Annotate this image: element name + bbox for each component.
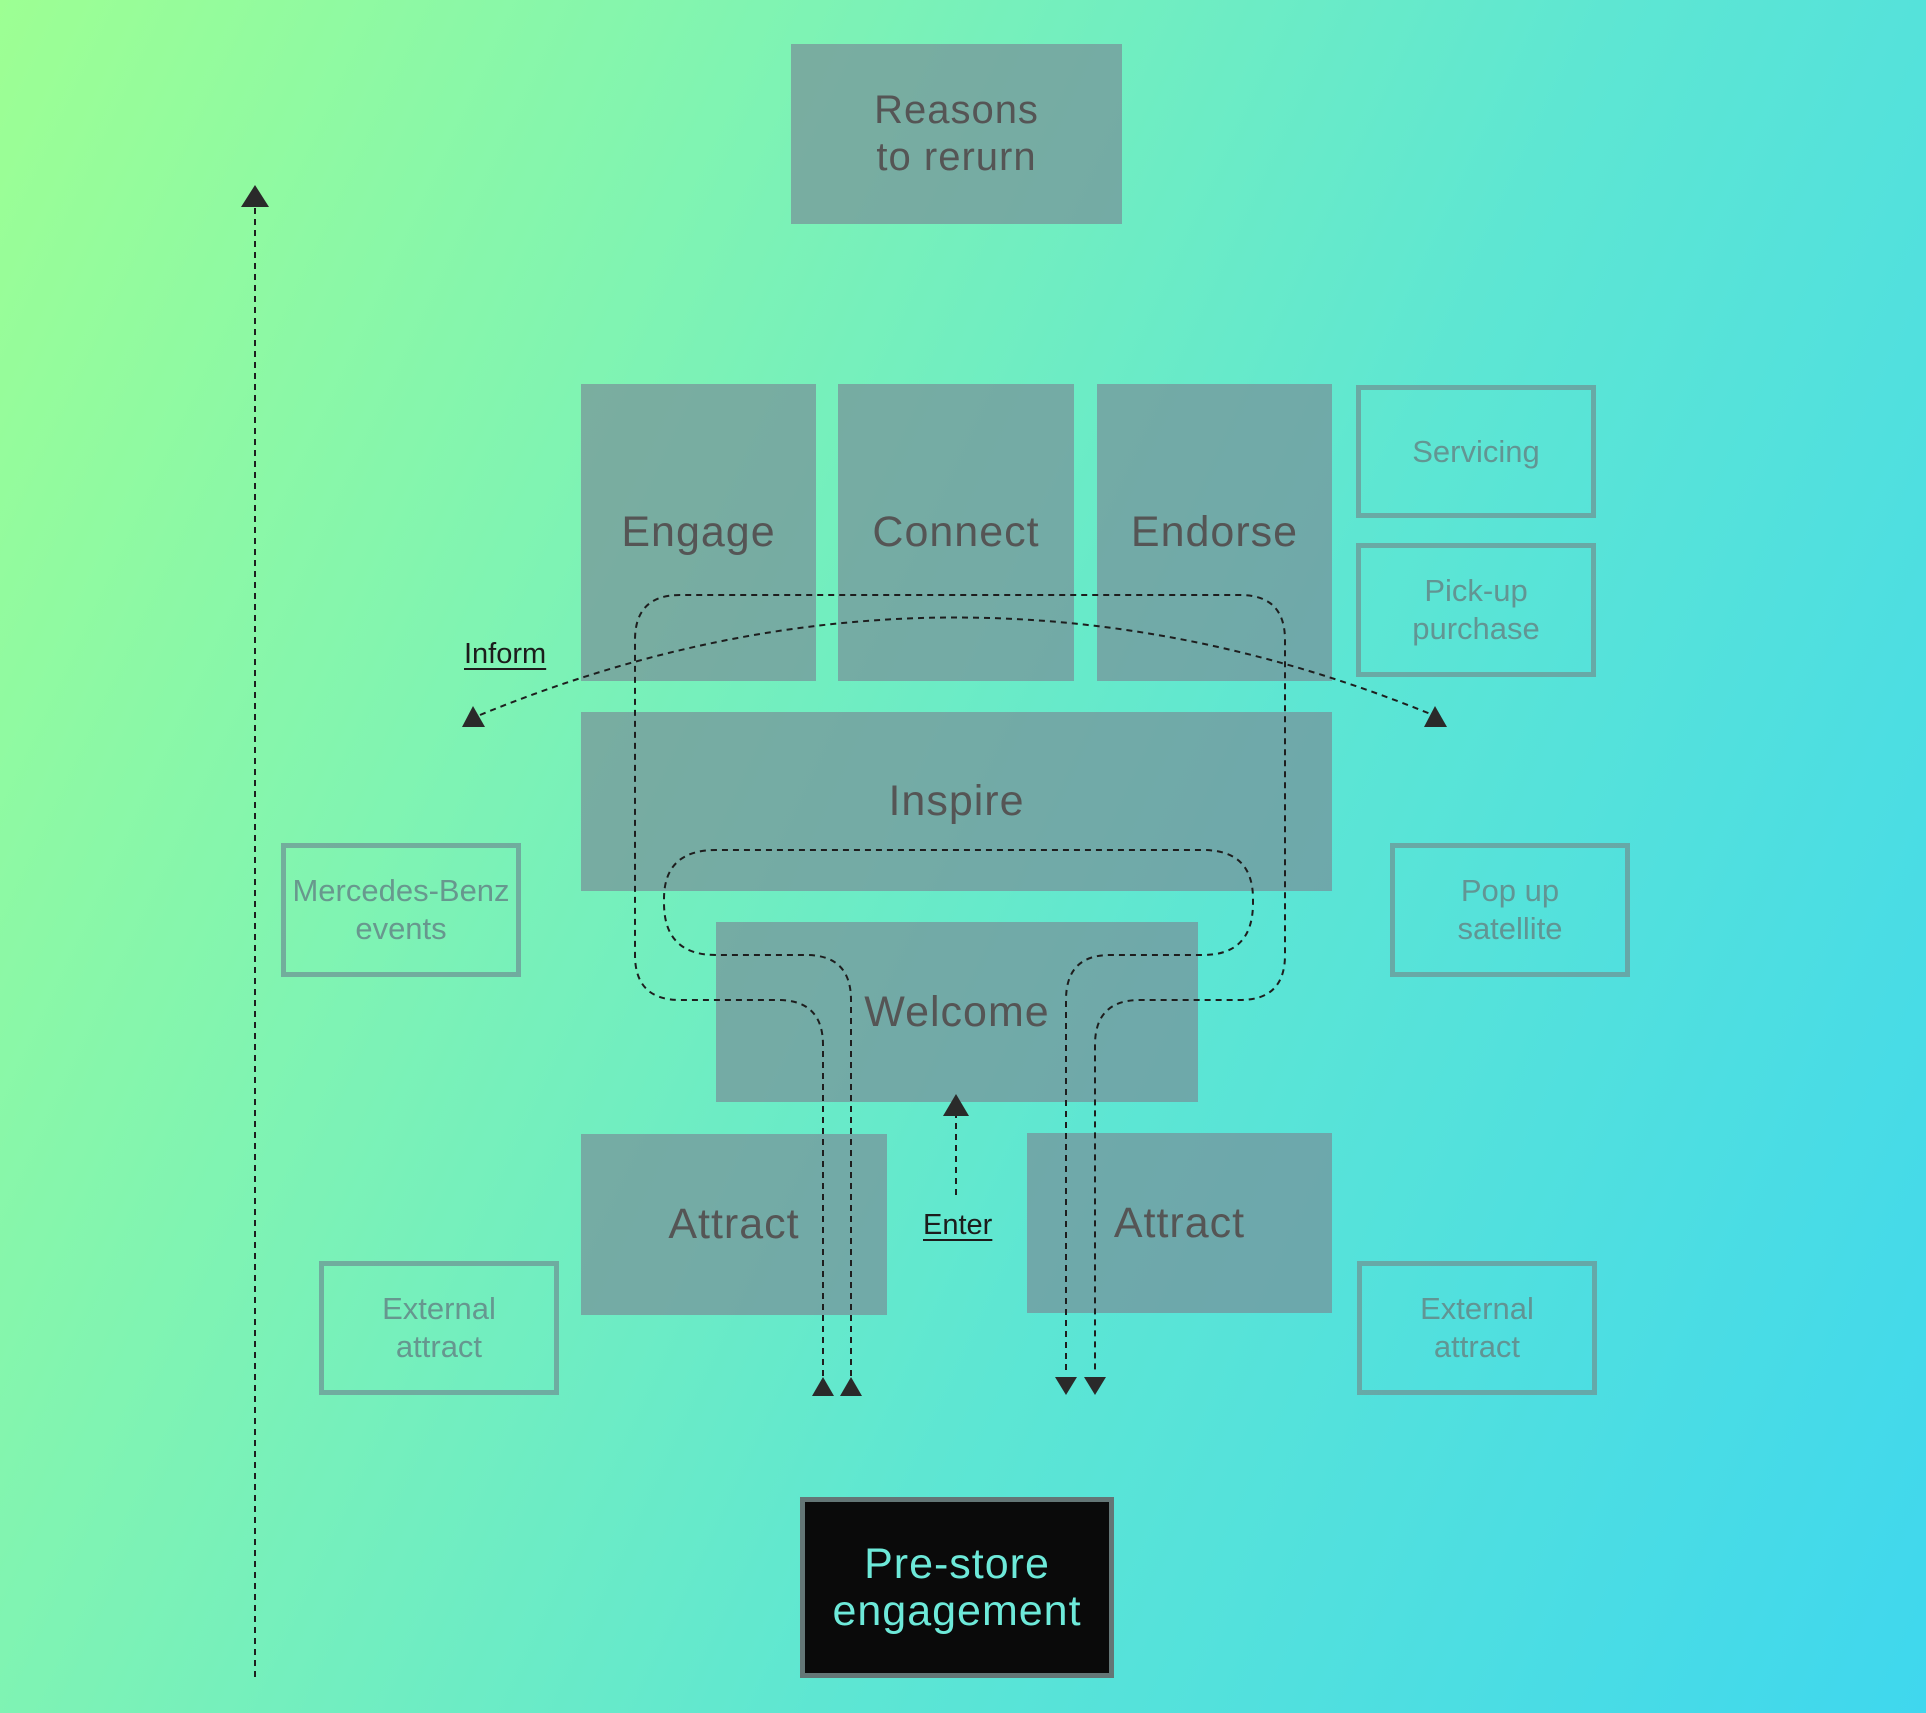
servicing-box: Servicing: [1356, 385, 1596, 518]
reasons-to-return-box: Reasons to rerurn: [791, 44, 1122, 224]
enter-label: Enter: [923, 1209, 993, 1241]
inform-label: Inform: [464, 638, 547, 670]
pre-store-engagement-box: Pre-store engagement: [800, 1497, 1114, 1678]
connect-box: Connect: [838, 384, 1074, 681]
pickup-purchase-box: Pick-up purchase: [1356, 543, 1596, 677]
attract-left-box: Attract: [581, 1134, 887, 1315]
endorse-box: Endorse: [1097, 384, 1332, 681]
welcome-box: Welcome: [716, 922, 1198, 1102]
engage-box: Engage: [581, 384, 816, 681]
inspire-box: Inspire: [581, 712, 1332, 891]
attract-right-box: Attract: [1027, 1133, 1332, 1313]
external-attract-right-box: External attract: [1357, 1261, 1597, 1395]
mercedes-benz-events-box: Mercedes-Benz events: [281, 843, 521, 977]
pop-up-satellite-box: Pop up satellite: [1390, 843, 1630, 977]
external-attract-left-box: External attract: [319, 1261, 559, 1395]
